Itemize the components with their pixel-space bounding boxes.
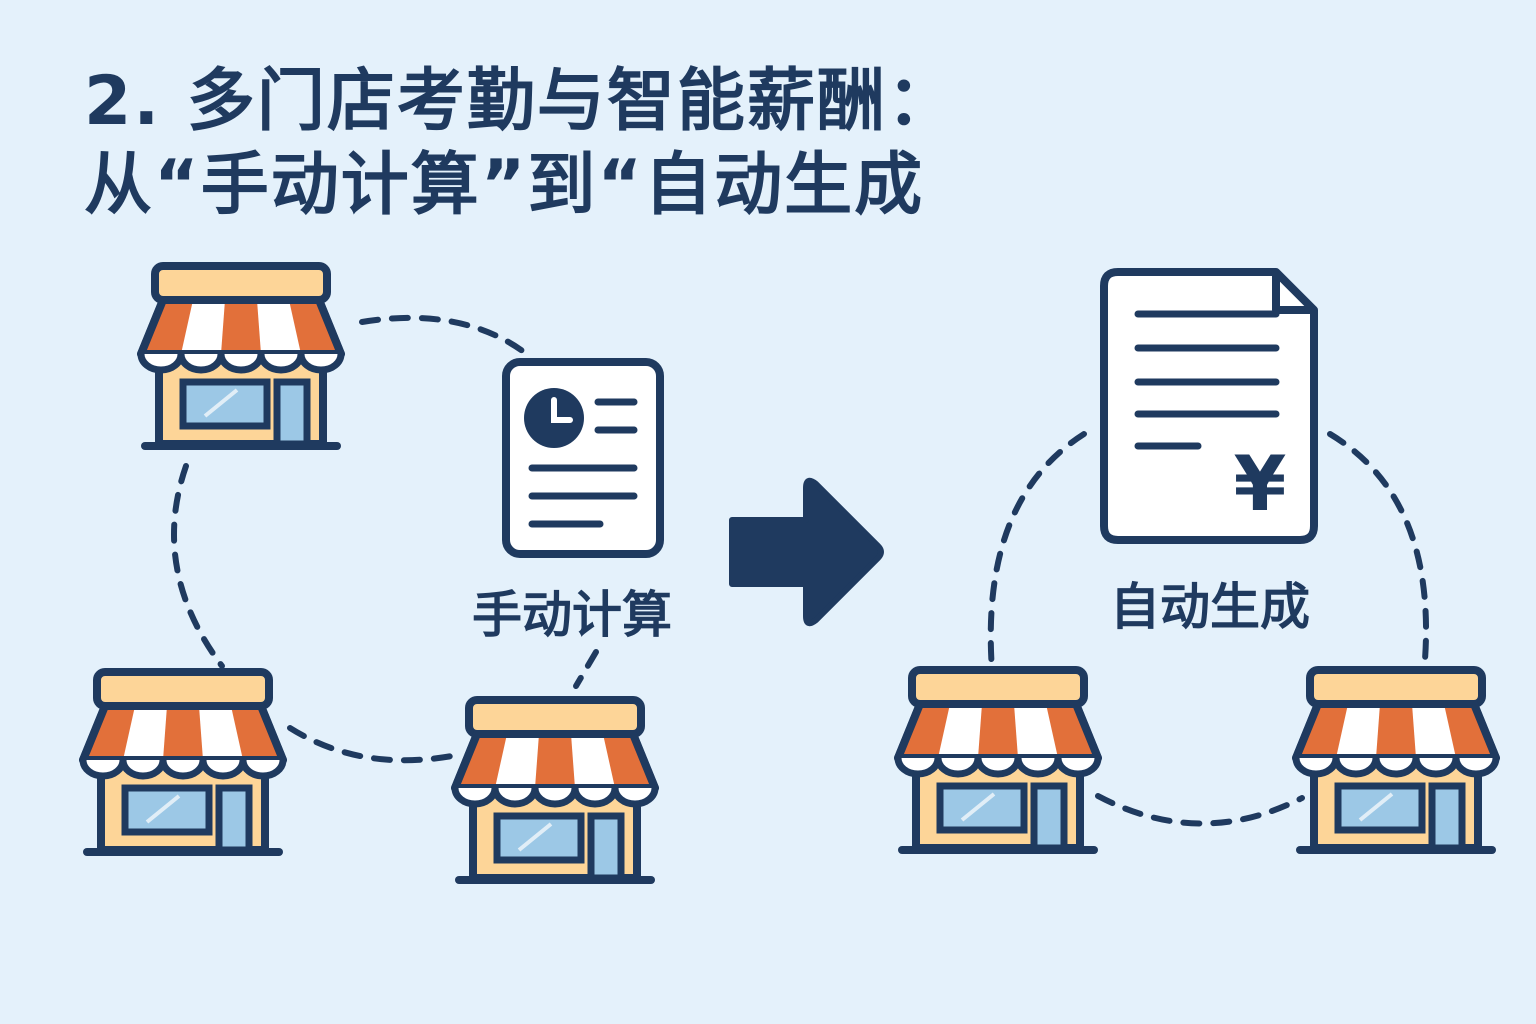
store-icon <box>141 266 341 446</box>
page-title: 2. 多门店考勤与智能薪酬： 从“手动计算”到“自动生成 <box>84 60 957 228</box>
right-connector-lines <box>987 431 1430 827</box>
timesheet-document-icon <box>502 358 664 558</box>
left-caption: 手动计算 <box>472 586 672 644</box>
store-icon <box>455 700 655 880</box>
left-connector-lines <box>171 314 599 764</box>
title-line-1: 2. 多门店考勤与智能薪酬： <box>84 62 957 141</box>
arrow-right-icon <box>729 477 884 627</box>
clock-icon <box>524 388 584 448</box>
payslip-document-icon: ¥ <box>1100 268 1318 544</box>
right-caption: 自动生成 <box>1110 578 1310 636</box>
currency-symbol: ¥ <box>1234 439 1287 528</box>
title-line-2: 从“手动计算”到“自动生成 <box>84 146 925 225</box>
store-icon <box>1296 670 1496 850</box>
store-icon <box>83 672 283 852</box>
store-icon <box>898 670 1098 850</box>
